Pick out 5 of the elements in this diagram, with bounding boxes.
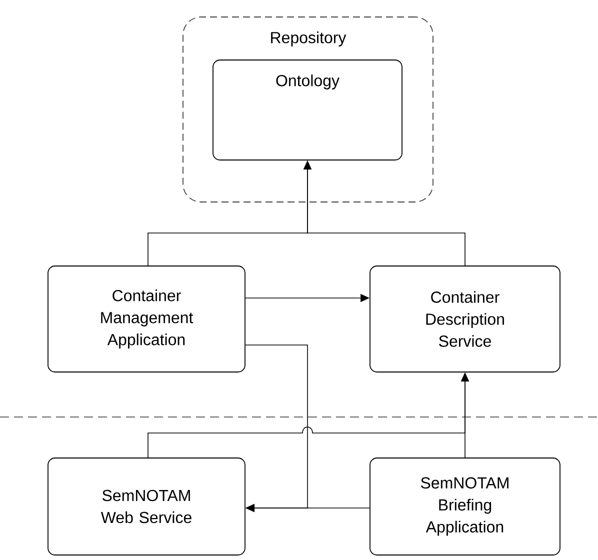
service-box: SemNOTAM Web Service bbox=[48, 458, 246, 556]
ontology-box: Ontology bbox=[212, 60, 402, 160]
application-box: SemNOTAM Briefing Application bbox=[370, 458, 560, 556]
service-box: Container Description Service bbox=[370, 266, 560, 372]
application-box: Container Management Application bbox=[48, 266, 246, 372]
